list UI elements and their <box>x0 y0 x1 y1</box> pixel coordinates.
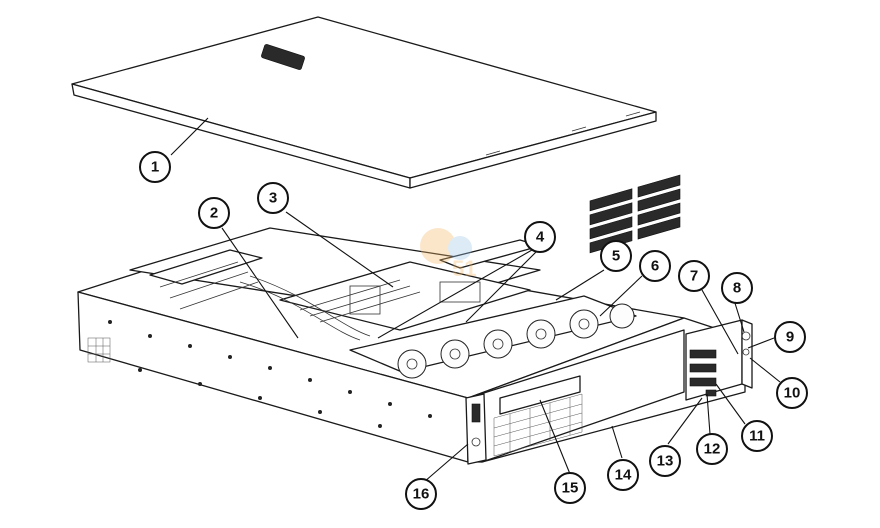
callout-4-label: 4 <box>536 229 545 246</box>
callout-9: 9 <box>774 321 806 353</box>
callout-11: 11 <box>741 420 773 452</box>
callout-15: 15 <box>554 472 586 504</box>
callout-13-label: 13 <box>657 453 674 470</box>
callout-2: 2 <box>198 197 230 229</box>
watermark-text: 51 <box>452 256 476 281</box>
callout-11-label: 11 <box>749 428 765 445</box>
media-bay <box>499 375 581 415</box>
callout-12: 12 <box>696 433 728 465</box>
callout-6: 6 <box>639 250 671 282</box>
callout-8: 8 <box>721 272 753 304</box>
callout-12-label: 12 <box>704 441 721 458</box>
side-wall-holes <box>108 320 432 428</box>
callout-5-label: 5 <box>612 248 620 265</box>
callout-10-label: 10 <box>784 385 801 402</box>
system-board-area <box>279 261 531 331</box>
left-rack-ear <box>465 393 487 465</box>
access-panel <box>71 16 657 189</box>
watermark: 51 <box>420 228 476 281</box>
front-panel <box>465 174 753 465</box>
callout-5: 5 <box>600 240 632 272</box>
callout-7-label: 7 <box>690 268 698 285</box>
callout-14: 14 <box>607 459 639 491</box>
expansion-slots <box>149 249 263 285</box>
callout-7: 7 <box>678 260 710 292</box>
fan-array <box>349 295 637 379</box>
callout-1-label: 1 <box>151 159 159 176</box>
rear-port-block <box>87 337 111 363</box>
callout-15-label: 15 <box>562 480 579 497</box>
right-rack-ear <box>741 319 753 389</box>
callout-4: 4 <box>524 221 556 253</box>
callout-3: 3 <box>257 182 289 214</box>
leader-lines <box>170 117 781 483</box>
callout-8-label: 8 <box>733 280 741 297</box>
callout-13: 13 <box>649 445 681 477</box>
callout-16: 16 <box>405 478 437 510</box>
callout-14-label: 14 <box>615 467 632 484</box>
callout-1: 1 <box>139 151 171 183</box>
drive-bays <box>589 174 681 254</box>
callout-10: 10 <box>776 377 808 409</box>
callout-2-label: 2 <box>210 205 218 222</box>
callout-16-label: 16 <box>413 486 430 503</box>
front-vent <box>493 393 583 457</box>
callout-6-label: 6 <box>651 258 659 275</box>
callout-9-label: 9 <box>786 329 794 346</box>
callout-3-label: 3 <box>269 190 277 207</box>
